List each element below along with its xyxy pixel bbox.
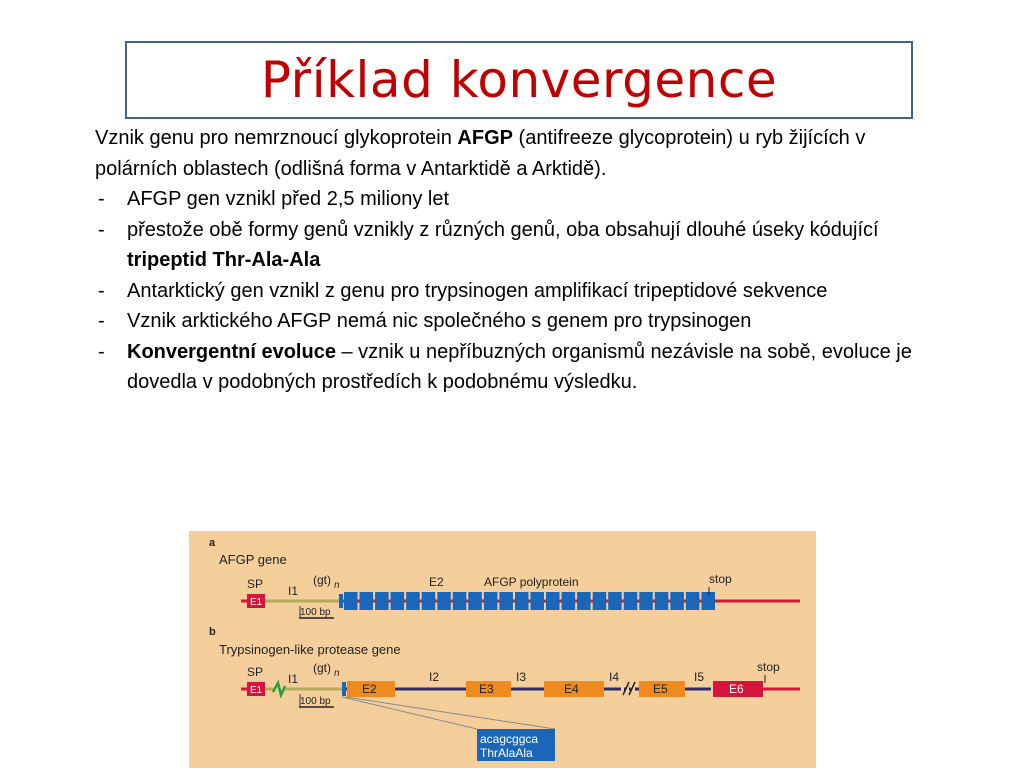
panel-a-letter: a — [209, 537, 216, 549]
bullet-text: AFGP gen vznikl před 2,5 miliony let — [127, 188, 450, 210]
panel-a-repeat-block — [701, 592, 715, 610]
panel-a-scale-label: 100 bp — [300, 607, 331, 618]
panel-a-polyprotein-blocks — [344, 592, 715, 610]
bullet-dash: - — [98, 218, 105, 241]
panel-a-gt-repeat — [339, 594, 343, 608]
panel-a-repeat-block — [592, 592, 607, 610]
panel-b-exon-e6 — [713, 681, 763, 697]
panel-a-repeat-block — [685, 592, 700, 610]
panel-b-i1-label: I1 — [288, 672, 298, 686]
gene-diagram: a AFGP gene SP I1 (gt) n E2 AFGP polypro… — [189, 531, 816, 768]
panel-b-e2-label: E2 — [362, 682, 377, 696]
panel-a-repeat-block — [437, 592, 451, 610]
bullet-list: -AFGP gen vznikl před 2,5 miliony let -p… — [95, 184, 925, 398]
panel-a-repeat-block — [499, 592, 513, 610]
intro-paragraph: Vznik genu pro nemrznoucí glykoprotein A… — [95, 123, 925, 184]
bullet-bold: tripeptid Thr-Ala-Ala — [127, 249, 321, 271]
panel-b-gt-repeat — [342, 682, 346, 696]
panel-a-i1-label: I1 — [288, 584, 298, 598]
panel-b-i2-label: I2 — [429, 670, 439, 684]
zoom-line-left — [341, 696, 478, 730]
panel-b-e1-label: E1 — [250, 685, 263, 696]
panel-b-exon-e4 — [544, 681, 604, 697]
slide-body: Vznik genu pro nemrznoucí glykoprotein A… — [95, 123, 925, 398]
panel-a-repeat-block — [639, 592, 653, 610]
intro-text-1: Vznik genu pro nemrznoucí glykoprotein — [95, 127, 458, 149]
page-title: Příklad konvergence — [260, 51, 778, 109]
panel-a-repeat-block — [375, 592, 389, 610]
bullet-text: – vznik u nepříbuzných organismů nezávis… — [127, 340, 912, 394]
bullet-dash: - — [98, 279, 105, 302]
panel-b-e6-label: E6 — [729, 682, 744, 696]
intro-text-2: (antifreeze glycoprotein) u ryb žijících… — [95, 127, 866, 180]
panel-a-n-label: n — [334, 580, 340, 591]
zoom-line-right — [345, 696, 556, 730]
panel-b-letter: b — [209, 626, 216, 638]
panel-a-repeat-block — [406, 592, 420, 610]
panel-a-repeat-block — [670, 592, 684, 610]
panel-a-gt-label: (gt) — [313, 573, 331, 587]
panel-a-repeat-block — [608, 592, 622, 610]
panel-a-repeat-block — [561, 592, 576, 610]
panel-a-repeat-block — [390, 592, 405, 610]
panel-b-stop-label: stop — [757, 660, 780, 674]
panel-b-e3-label: E3 — [479, 682, 494, 696]
list-item: -Vznik arktického AFGP nemá nic společné… — [95, 306, 925, 337]
panel-a-polyprotein-label: AFGP polyprotein — [484, 575, 579, 589]
panel-a-repeat-block — [623, 592, 638, 610]
panel-b-break-mark-1 — [622, 681, 630, 696]
gene-diagram-svg: a AFGP gene SP I1 (gt) n E2 AFGP polypro… — [209, 537, 800, 761]
panel-b-scale-label: 100 bp — [300, 696, 331, 707]
bullet-dash: - — [98, 310, 105, 332]
panel-a-sp-label: SP — [247, 577, 263, 591]
list-item: -Konvergentní evoluce – vznik u nepříbuz… — [95, 337, 925, 398]
panel-a-repeat-block — [577, 592, 591, 610]
panel-b-e5-label: E5 — [653, 682, 668, 696]
panel-b-exon-e2 — [347, 681, 395, 697]
bullet-text: přestože obě formy genů vznikly z různýc… — [127, 218, 879, 241]
list-item: -AFGP gen vznikl před 2,5 miliony let — [95, 184, 925, 215]
sequence-callout — [477, 729, 555, 761]
list-item: -přestože obě formy genů vznikly z různý… — [95, 215, 925, 276]
panel-b-squiggle-icon — [271, 679, 287, 699]
panel-a-title: AFGP gene — [219, 552, 287, 567]
bullet-bold: Konvergentní evoluce — [127, 340, 336, 363]
panel-a-repeat-block — [654, 592, 669, 610]
panel-a-repeat-block — [546, 592, 560, 610]
panel-a-repeat-block — [483, 592, 498, 610]
panel-b-i3-label: I3 — [516, 670, 526, 684]
panel-b-n-label: n — [334, 668, 340, 679]
panel-a-stop-label: stop — [709, 572, 732, 586]
panel-a-repeat-block — [344, 592, 358, 610]
list-item: -Antarktický gen vznikl z genu pro tryps… — [95, 276, 925, 307]
panel-a-repeat-block — [530, 592, 544, 610]
panel-b-e4-label: E4 — [564, 682, 579, 696]
panel-a-exon-e1 — [247, 594, 265, 608]
bullet-dash: - — [98, 340, 105, 363]
panel-a-repeat-block — [468, 592, 482, 610]
panel-b-gt-label: (gt) — [313, 661, 331, 675]
panel-a-repeat-block — [359, 592, 373, 610]
sequence-dna: acagcggca — [480, 732, 538, 746]
panel-b-i5-label: I5 — [694, 670, 704, 684]
sequence-peptide: ThrAlaAla — [480, 746, 533, 760]
panel-b-sp-label: SP — [247, 665, 263, 679]
panel-a-repeat-block — [515, 592, 529, 610]
panel-b-break-mark-2 — [628, 681, 636, 696]
panel-a-repeat-block — [452, 592, 467, 610]
panel-a-repeat-block — [421, 592, 436, 610]
bullet-text: Vznik arktického AFGP nemá nic společnéh… — [127, 310, 752, 332]
panel-a-e1-label: E1 — [250, 597, 263, 608]
panel-b-exon-e3 — [466, 681, 511, 697]
panel-a-e2-label: E2 — [429, 575, 444, 589]
title-box: Příklad konvergence — [125, 41, 913, 119]
panel-b-i4-label: I4 — [609, 670, 619, 684]
bullet-dash: - — [98, 188, 105, 210]
panel-b-exon-e5 — [639, 681, 685, 697]
intro-bold-afgp: AFGP — [457, 127, 513, 149]
panel-b-title: Trypsinogen-like protease gene — [219, 642, 401, 657]
panel-b-exon-e1 — [247, 682, 265, 696]
bullet-text: Antarktický gen vznikl z genu pro trypsi… — [127, 279, 828, 302]
